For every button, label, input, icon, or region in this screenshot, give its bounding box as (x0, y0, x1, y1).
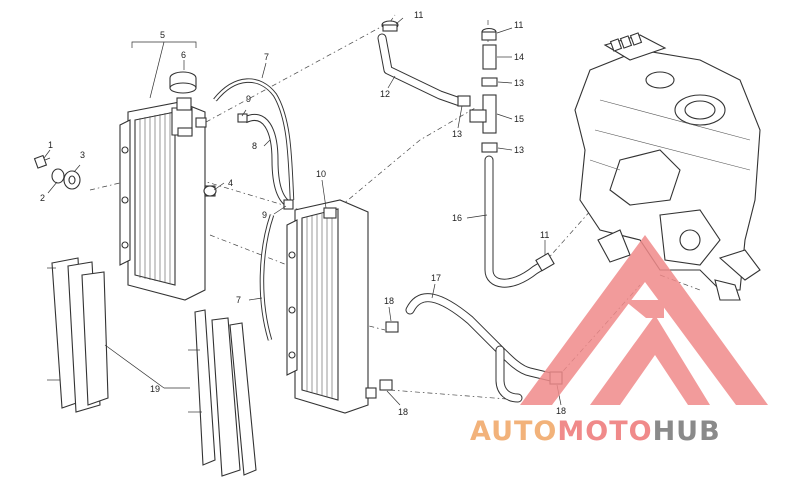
callout-3: 3 (80, 150, 85, 160)
hose-8 (243, 114, 292, 209)
hose-12 (377, 33, 465, 107)
callout-13a: 13 (452, 129, 462, 139)
callout-10: 10 (316, 169, 326, 179)
callout-11b: 11 (514, 20, 523, 30)
bolt-4 (203, 185, 217, 197)
clamp-11-right (535, 252, 555, 272)
callout-17: 17 (431, 273, 441, 283)
watermark-text: AUTOMOTOHUB (470, 416, 721, 447)
callout-18a: 18 (384, 296, 394, 306)
clamp-13-left (457, 95, 471, 107)
callout-11a: 11 (414, 10, 423, 20)
watermark-auto: AUTO (470, 416, 557, 447)
callout-18c: 18 (556, 406, 566, 416)
washer-2 (51, 168, 65, 184)
callout-8: 8 (252, 141, 257, 151)
callout-9a: 9 (246, 94, 251, 104)
radiator-guard-left (47, 257, 109, 413)
callout-4: 4 (228, 178, 233, 188)
callout-9b: 9 (262, 210, 267, 220)
clamps-18 (379, 321, 563, 391)
svg-text:AUTOMOTOHUB: AUTOMOTOHUB (470, 416, 721, 447)
left-radiator (119, 71, 207, 301)
callout-18b: 18 (398, 407, 408, 417)
callout-13c: 13 (514, 145, 524, 155)
callout-1: 1 (48, 140, 53, 150)
callout-7b: 7 (236, 295, 241, 305)
leader-lines (43, 17, 562, 406)
callout-19: 19 (150, 384, 160, 394)
right-radiator (286, 199, 377, 414)
callout-2: 2 (40, 193, 45, 203)
callout-5: 5 (160, 30, 165, 40)
callout-15: 15 (514, 114, 524, 124)
clamp-11-center (481, 27, 497, 41)
watermark-logo-icon (520, 235, 768, 405)
callout-16: 16 (452, 213, 462, 223)
bolt-1 (33, 154, 51, 169)
engine-block (574, 32, 761, 301)
watermark-hub: HUB (653, 416, 721, 447)
watermark-moto: MOTO (557, 416, 652, 447)
radiator-guard-right (188, 309, 257, 477)
overflow-hose-7 (213, 78, 295, 341)
clamp-11-top (381, 20, 399, 32)
clamps-9 (237, 113, 294, 210)
callout-11c: 11 (540, 230, 549, 240)
hose-17 (405, 293, 560, 403)
callout-labels: 1 2 3 4 5 6 7 7 8 9 9 10 11 11 11 12 13 … (40, 10, 566, 417)
clamp-13-lower (481, 142, 498, 153)
callout-7a: 7 (264, 52, 269, 62)
callout-14: 14 (514, 52, 524, 62)
hose-16 (484, 155, 553, 288)
grommet-3 (63, 170, 81, 190)
tube-14 (482, 44, 497, 70)
callout-12: 12 (380, 89, 390, 99)
tee-fitting-15 (469, 94, 497, 134)
callout-13b: 13 (514, 78, 524, 88)
callout-6: 6 (181, 50, 186, 60)
clamp-13-upper (481, 77, 498, 87)
